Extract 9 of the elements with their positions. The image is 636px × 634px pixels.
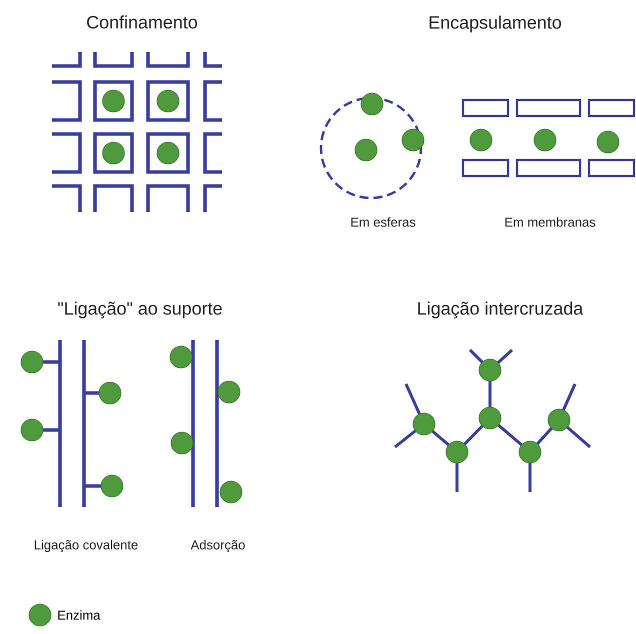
method-title: Encapsulamento	[430, 16, 562, 32]
method-title: "Ligação" ao suporte	[58, 302, 222, 318]
panel-label: Em esferas	[351, 217, 416, 227]
panel-label: Adsorção	[190, 540, 245, 552]
method-title: Ligação intercruzada	[418, 302, 584, 318]
legend-label: Enzima	[58, 610, 100, 620]
panel-label: Ligação covalente	[34, 540, 138, 552]
panel-label: Em membranas	[505, 217, 596, 227]
method-title: Confinamento	[87, 15, 198, 29]
